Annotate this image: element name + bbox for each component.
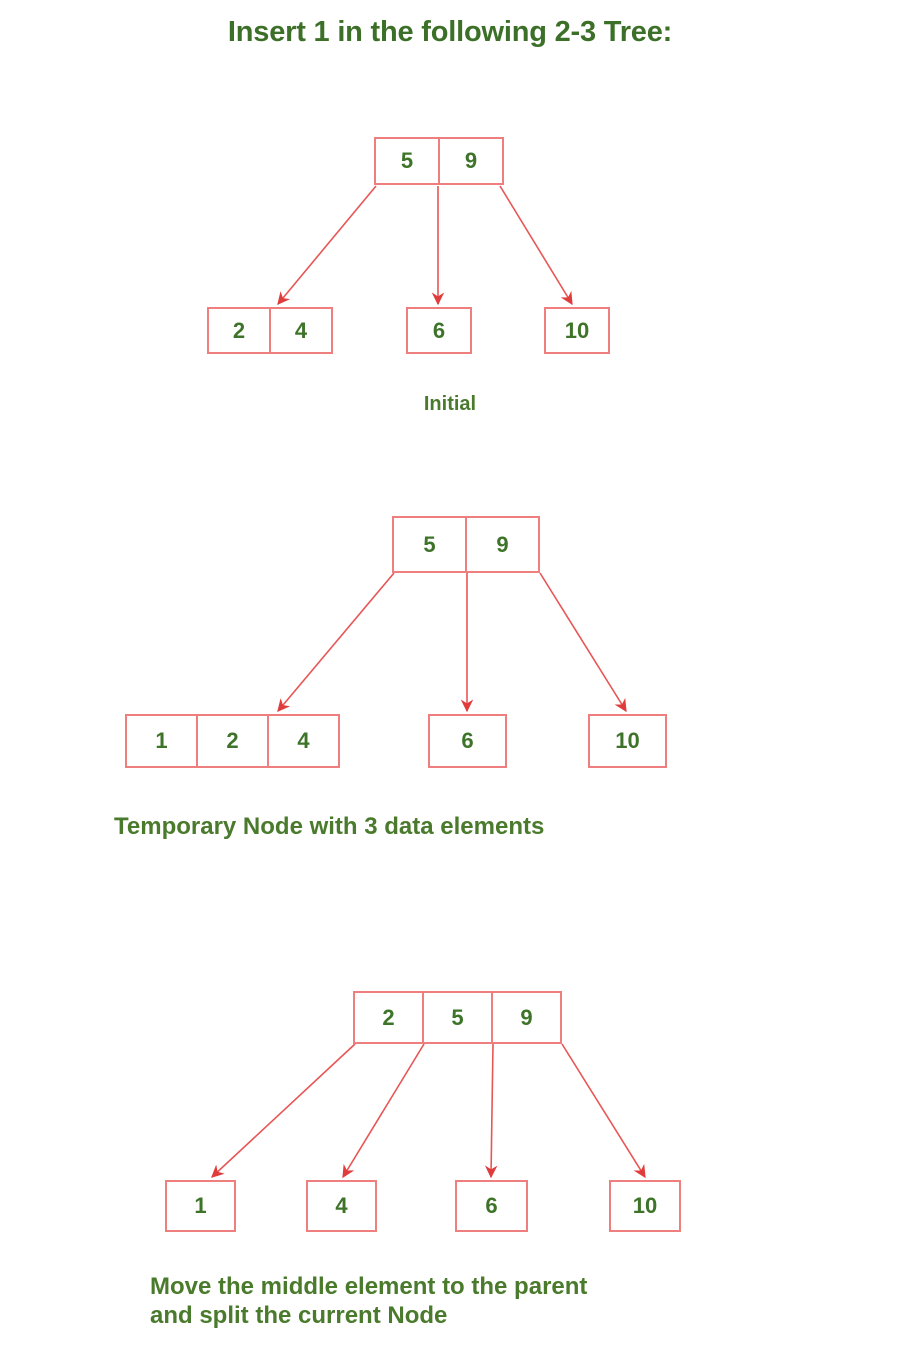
tree1-leaf-node-c[interactable]: 10: [544, 307, 610, 354]
node-cell: 6: [406, 307, 472, 354]
node-cell: 2: [207, 307, 271, 354]
tree1-edges: [277, 185, 573, 306]
tree2-edges: [277, 572, 627, 713]
tree1-leaf-node-b[interactable]: 6: [406, 307, 472, 354]
tree3-leaf-node-c[interactable]: 6: [455, 1180, 528, 1232]
caption-step-1: Initial: [423, 393, 477, 415]
node-cell: 5: [392, 516, 467, 573]
tree2-leaf-node-a[interactable]: 1 2 4: [125, 714, 340, 768]
tree3-leaf-node-a[interactable]: 1: [165, 1180, 236, 1232]
tree3-leaf-node-d[interactable]: 10: [609, 1180, 681, 1232]
tree2-leaf-node-b[interactable]: 6: [428, 714, 507, 768]
node-cell: 9: [438, 137, 504, 185]
tree3-leaf-node-b[interactable]: 4: [306, 1180, 377, 1232]
node-cell: 4: [267, 714, 340, 768]
page-title: Insert 1 in the following 2-3 Tree:: [227, 16, 673, 48]
node-cell: 9: [465, 516, 540, 573]
node-cell: 10: [588, 714, 667, 768]
tree3-root-node[interactable]: 2 5 9: [353, 991, 562, 1044]
caption-step-3: Move the middle element to the parent an…: [150, 1273, 588, 1330]
node-cell: 1: [165, 1180, 236, 1232]
caption-step-2: Temporary Node with 3 data elements: [114, 813, 545, 840]
tree2-root-node[interactable]: 5 9: [392, 516, 540, 573]
node-cell: 2: [353, 991, 424, 1044]
node-cell: 6: [455, 1180, 528, 1232]
tree3-edges: [211, 1043, 646, 1179]
node-cell: 5: [422, 991, 493, 1044]
node-cell: 1: [125, 714, 198, 768]
node-cell: 10: [609, 1180, 681, 1232]
node-cell: 5: [374, 137, 440, 185]
tree1-leaf-node-a[interactable]: 2 4: [207, 307, 333, 354]
node-cell: 9: [491, 991, 562, 1044]
tree1-root-node[interactable]: 5 9: [374, 137, 504, 185]
tree2-leaf-node-c[interactable]: 10: [588, 714, 667, 768]
node-cell: 4: [306, 1180, 377, 1232]
node-cell: 2: [196, 714, 269, 768]
node-cell: 6: [428, 714, 507, 768]
node-cell: 10: [544, 307, 610, 354]
node-cell: 4: [269, 307, 333, 354]
